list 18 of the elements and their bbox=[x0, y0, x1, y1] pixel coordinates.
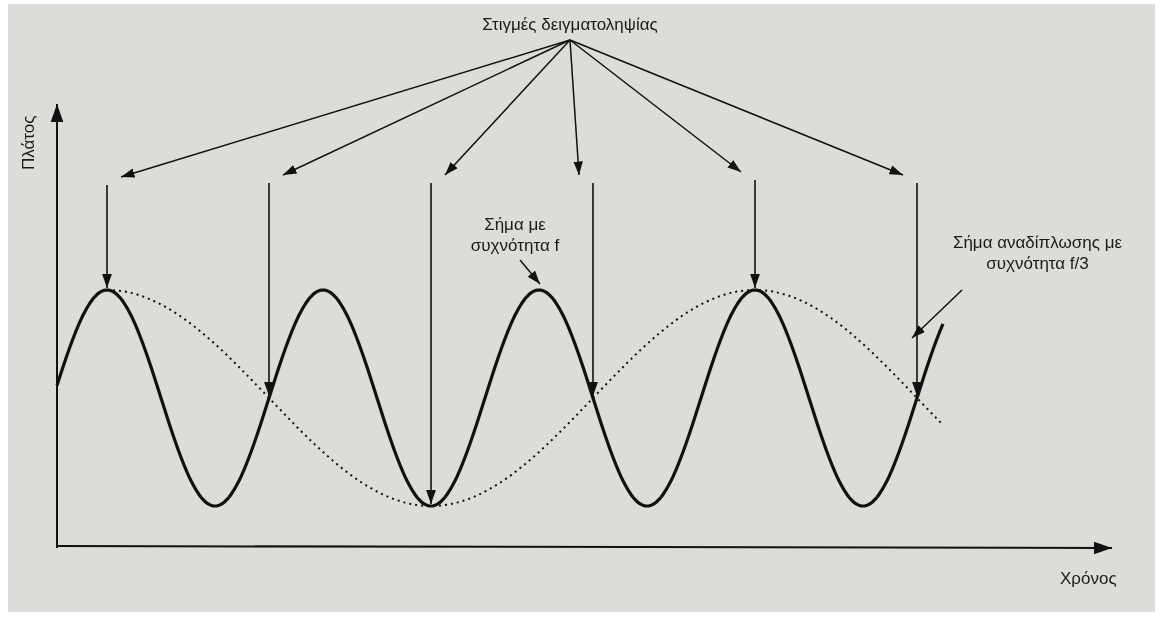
leader-arrow bbox=[519, 259, 541, 285]
callout-text: Σήμα με συχνότητα f bbox=[455, 214, 575, 256]
leader-arrow bbox=[569, 39, 742, 173]
callout-text: Σήμα αναδίπλωσης με συχνότητα f/3 bbox=[930, 232, 1145, 274]
leader-arrow bbox=[569, 39, 904, 176]
leader-arrow bbox=[282, 39, 571, 176]
sampling-arrow bbox=[749, 179, 761, 289]
sampling-arrow bbox=[101, 184, 113, 289]
leader-arrow bbox=[911, 289, 963, 339]
callout-text: Στιγμές δειγματοληψίας bbox=[470, 14, 670, 35]
axis-label: Πλάτος bbox=[18, 115, 39, 170]
leader-arrow bbox=[444, 39, 571, 176]
sampling-arrow bbox=[263, 182, 275, 397]
axis-label: Χρόνος bbox=[1060, 568, 1117, 589]
leader-arrow bbox=[569, 39, 583, 176]
sampling-arrow bbox=[587, 182, 599, 397]
sampling-arrow bbox=[425, 182, 437, 505]
sampling-arrow bbox=[911, 182, 923, 397]
